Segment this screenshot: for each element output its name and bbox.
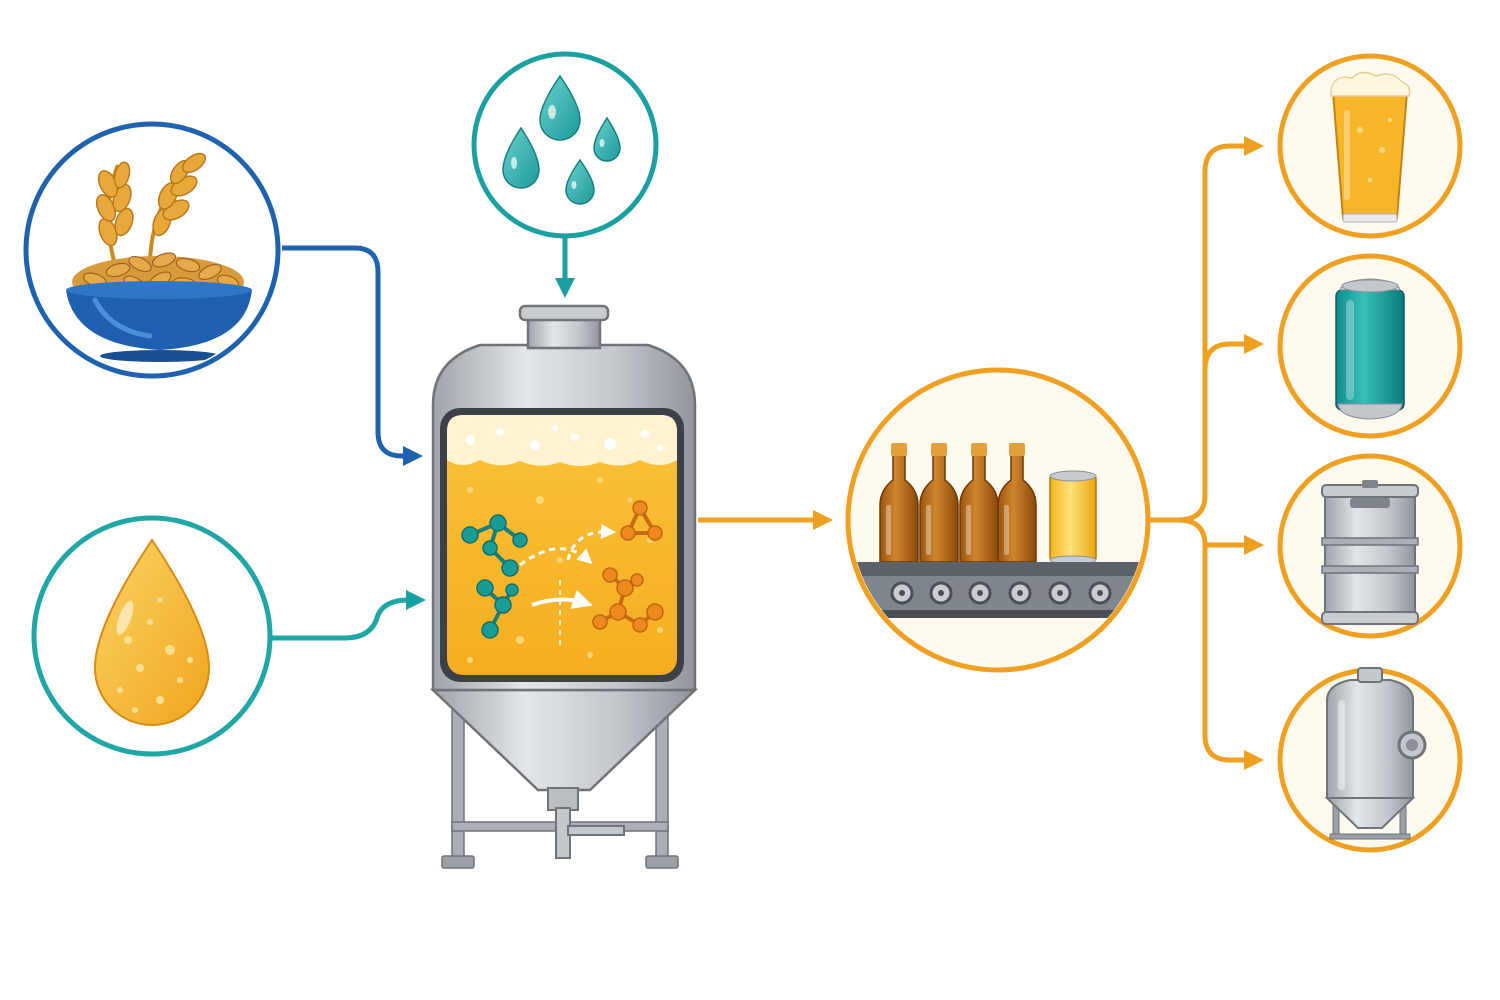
output-branch-can — [1202, 334, 1264, 371]
beer-glass-icon — [1330, 71, 1411, 223]
beer-can-icon — [1335, 278, 1405, 420]
water-node — [471, 51, 659, 239]
reaction-arrow-dashed — [519, 547, 593, 567]
conveyor-bottles-icon — [855, 443, 1145, 618]
bright-tank-icon — [1324, 667, 1427, 840]
fermentation-tank-icon — [429, 304, 699, 869]
output-can-node — [1277, 253, 1463, 439]
reaction-arrow-dashed-upper — [566, 524, 616, 561]
keg-icon — [1321, 480, 1419, 625]
bottling-node — [845, 367, 1151, 673]
oil-node — [31, 515, 273, 757]
oil-connector — [272, 590, 426, 641]
output-branch-trunk — [1150, 136, 1264, 523]
water-drops-icon — [502, 74, 621, 205]
connectors — [272, 136, 1264, 770]
output-tank-node — [1277, 667, 1463, 853]
output-keg-node — [1277, 453, 1463, 639]
output-glass-node — [1277, 53, 1463, 239]
reaction-arrow — [531, 589, 593, 609]
grain-node — [23, 121, 281, 379]
output-branch-keg — [1177, 517, 1264, 555]
grain-connector — [282, 245, 423, 466]
oil-drop-icon — [93, 538, 211, 726]
fermenter-node — [429, 304, 699, 869]
grain-bowl-icon — [66, 152, 252, 362]
output-branch-tank — [1202, 545, 1264, 770]
